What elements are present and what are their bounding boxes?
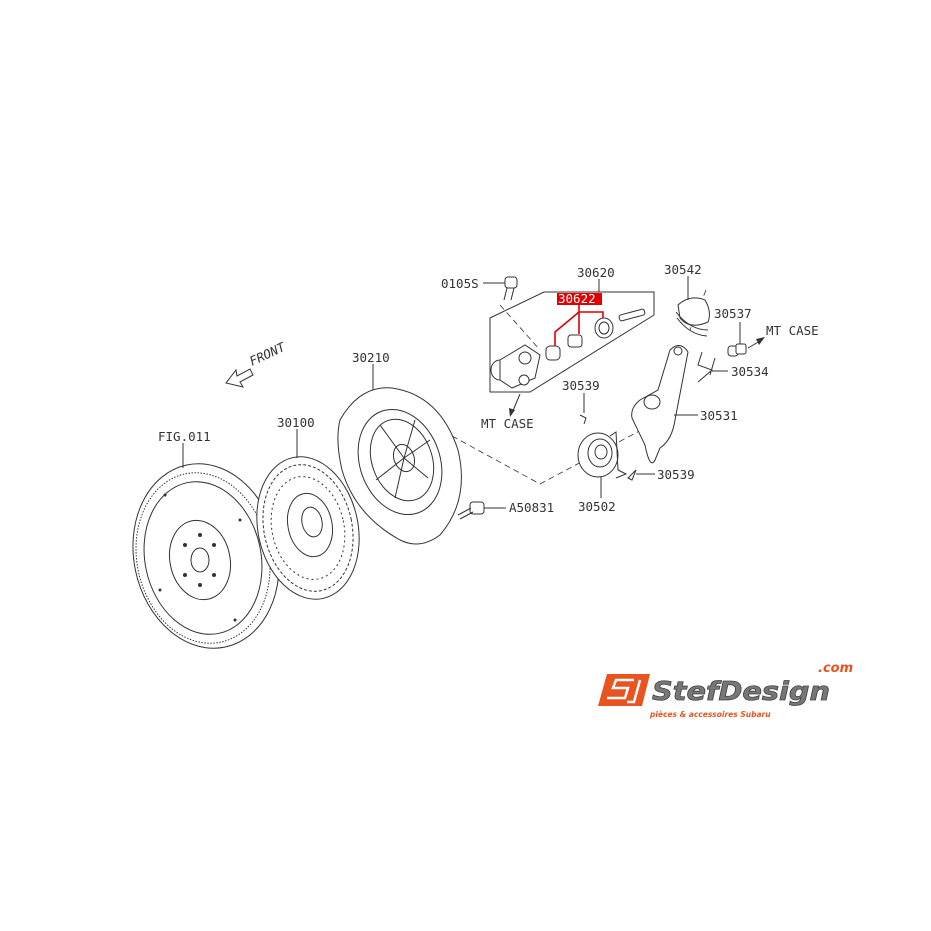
bleeder-label[interactable]: 30537 [714, 306, 752, 321]
logo-tagline: pièces & accessoires Subaru [649, 710, 771, 719]
release-cylinder[interactable] [490, 344, 541, 389]
pressure-plate[interactable] [337, 387, 462, 545]
clip-upper[interactable] [579, 393, 587, 425]
mt-case-right-label: MT CASE [766, 323, 819, 338]
pressure-plate-label[interactable]: 30210 [352, 350, 390, 365]
cylinder-kit-highlight [557, 293, 602, 305]
clip-upper-label[interactable]: 30539 [562, 378, 600, 393]
clutch-disc[interactable] [244, 447, 372, 609]
bolt-0105s-label[interactable]: 0105S [441, 276, 479, 291]
clip-lower-label[interactable]: 30539 [657, 467, 695, 482]
spring-30534[interactable] [697, 351, 716, 383]
bolt-0105s[interactable] [503, 276, 518, 301]
boot-label[interactable]: 30542 [664, 262, 702, 277]
release-fork[interactable] [631, 345, 689, 464]
release-bearing-label[interactable]: 30502 [578, 499, 616, 514]
flywheel[interactable] [116, 450, 296, 662]
clutch-disc-label[interactable]: 30100 [277, 415, 315, 430]
bolt-a50831[interactable] [457, 501, 485, 520]
fork-label[interactable]: 30531 [700, 408, 738, 423]
cylinder-kit-label[interactable]: 30622 [558, 291, 596, 306]
front-arrow-icon [225, 368, 254, 388]
bleeder-30537[interactable] [727, 343, 747, 357]
bolt-a50831-label[interactable]: A50831 [509, 500, 554, 515]
logo-brand: StefDesign [652, 677, 830, 707]
boot-30542[interactable] [675, 297, 710, 337]
spring-label[interactable]: 30534 [731, 364, 769, 379]
mt-case-left-label: MT CASE [481, 416, 534, 431]
stefdesign-logo[interactable]: StefDesign .com pièces & accessoires Sub… [598, 661, 853, 719]
logo-domain: .com [818, 661, 853, 676]
clip-lower[interactable] [627, 469, 637, 481]
flywheel-label[interactable]: FIG.011 [158, 429, 211, 444]
release-cylinder-label[interactable]: 30620 [577, 265, 615, 280]
release-bearing[interactable] [577, 431, 628, 479]
cylinder-kit[interactable] [545, 308, 646, 361]
front-label: FRONT [247, 339, 289, 369]
